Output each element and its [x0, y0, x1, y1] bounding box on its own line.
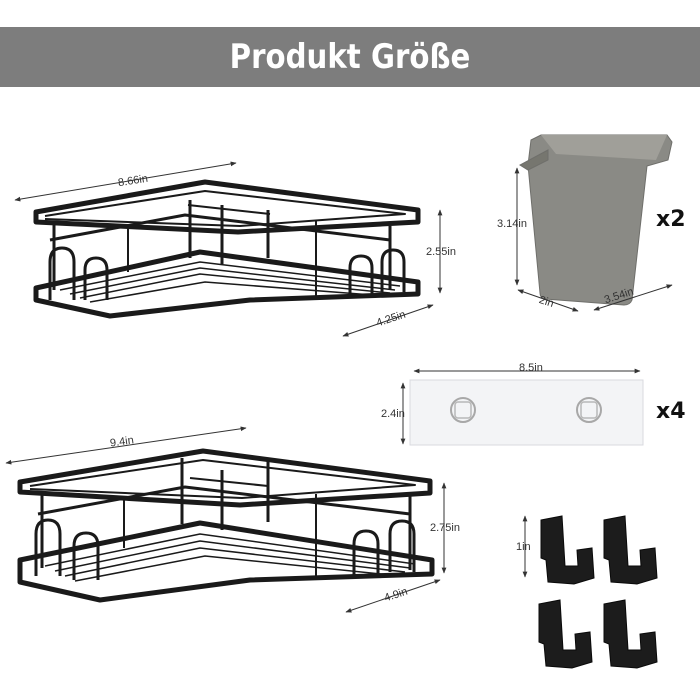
strip-quantity: x4 [656, 399, 686, 424]
cup-depth-arrow [517, 289, 579, 312]
storage-cup [519, 134, 673, 306]
large-shelf-depth-arrow [345, 579, 441, 613]
strip-width-label: 8.5in [519, 362, 543, 374]
hook-1 [540, 515, 595, 585]
large-shelf-width-arrow [5, 426, 247, 465]
hook-2 [603, 515, 658, 585]
title-banner [0, 27, 700, 87]
page-title: Produkt Größe [229, 37, 471, 77]
hook-height-label: 1in [516, 541, 531, 553]
adhesive-strip [409, 379, 644, 446]
large-corner-shelf [17, 448, 435, 603]
small-shelf-height-label: 2.55in [426, 246, 456, 258]
cup-width-arrow [593, 284, 673, 311]
small-corner-shelf [33, 179, 421, 319]
small-shelf-width-arrow [14, 161, 237, 202]
small-shelf-depth-arrow [342, 304, 434, 337]
hook-4 [603, 599, 658, 669]
adhesive-hooks [538, 515, 658, 669]
cup-quantity: x2 [656, 207, 686, 232]
large-shelf-height-label: 2.75in [430, 522, 460, 534]
cup-height-label: 3.14in [497, 218, 527, 230]
hook-3 [538, 599, 593, 669]
strip-height-label: 2.4in [381, 408, 405, 420]
